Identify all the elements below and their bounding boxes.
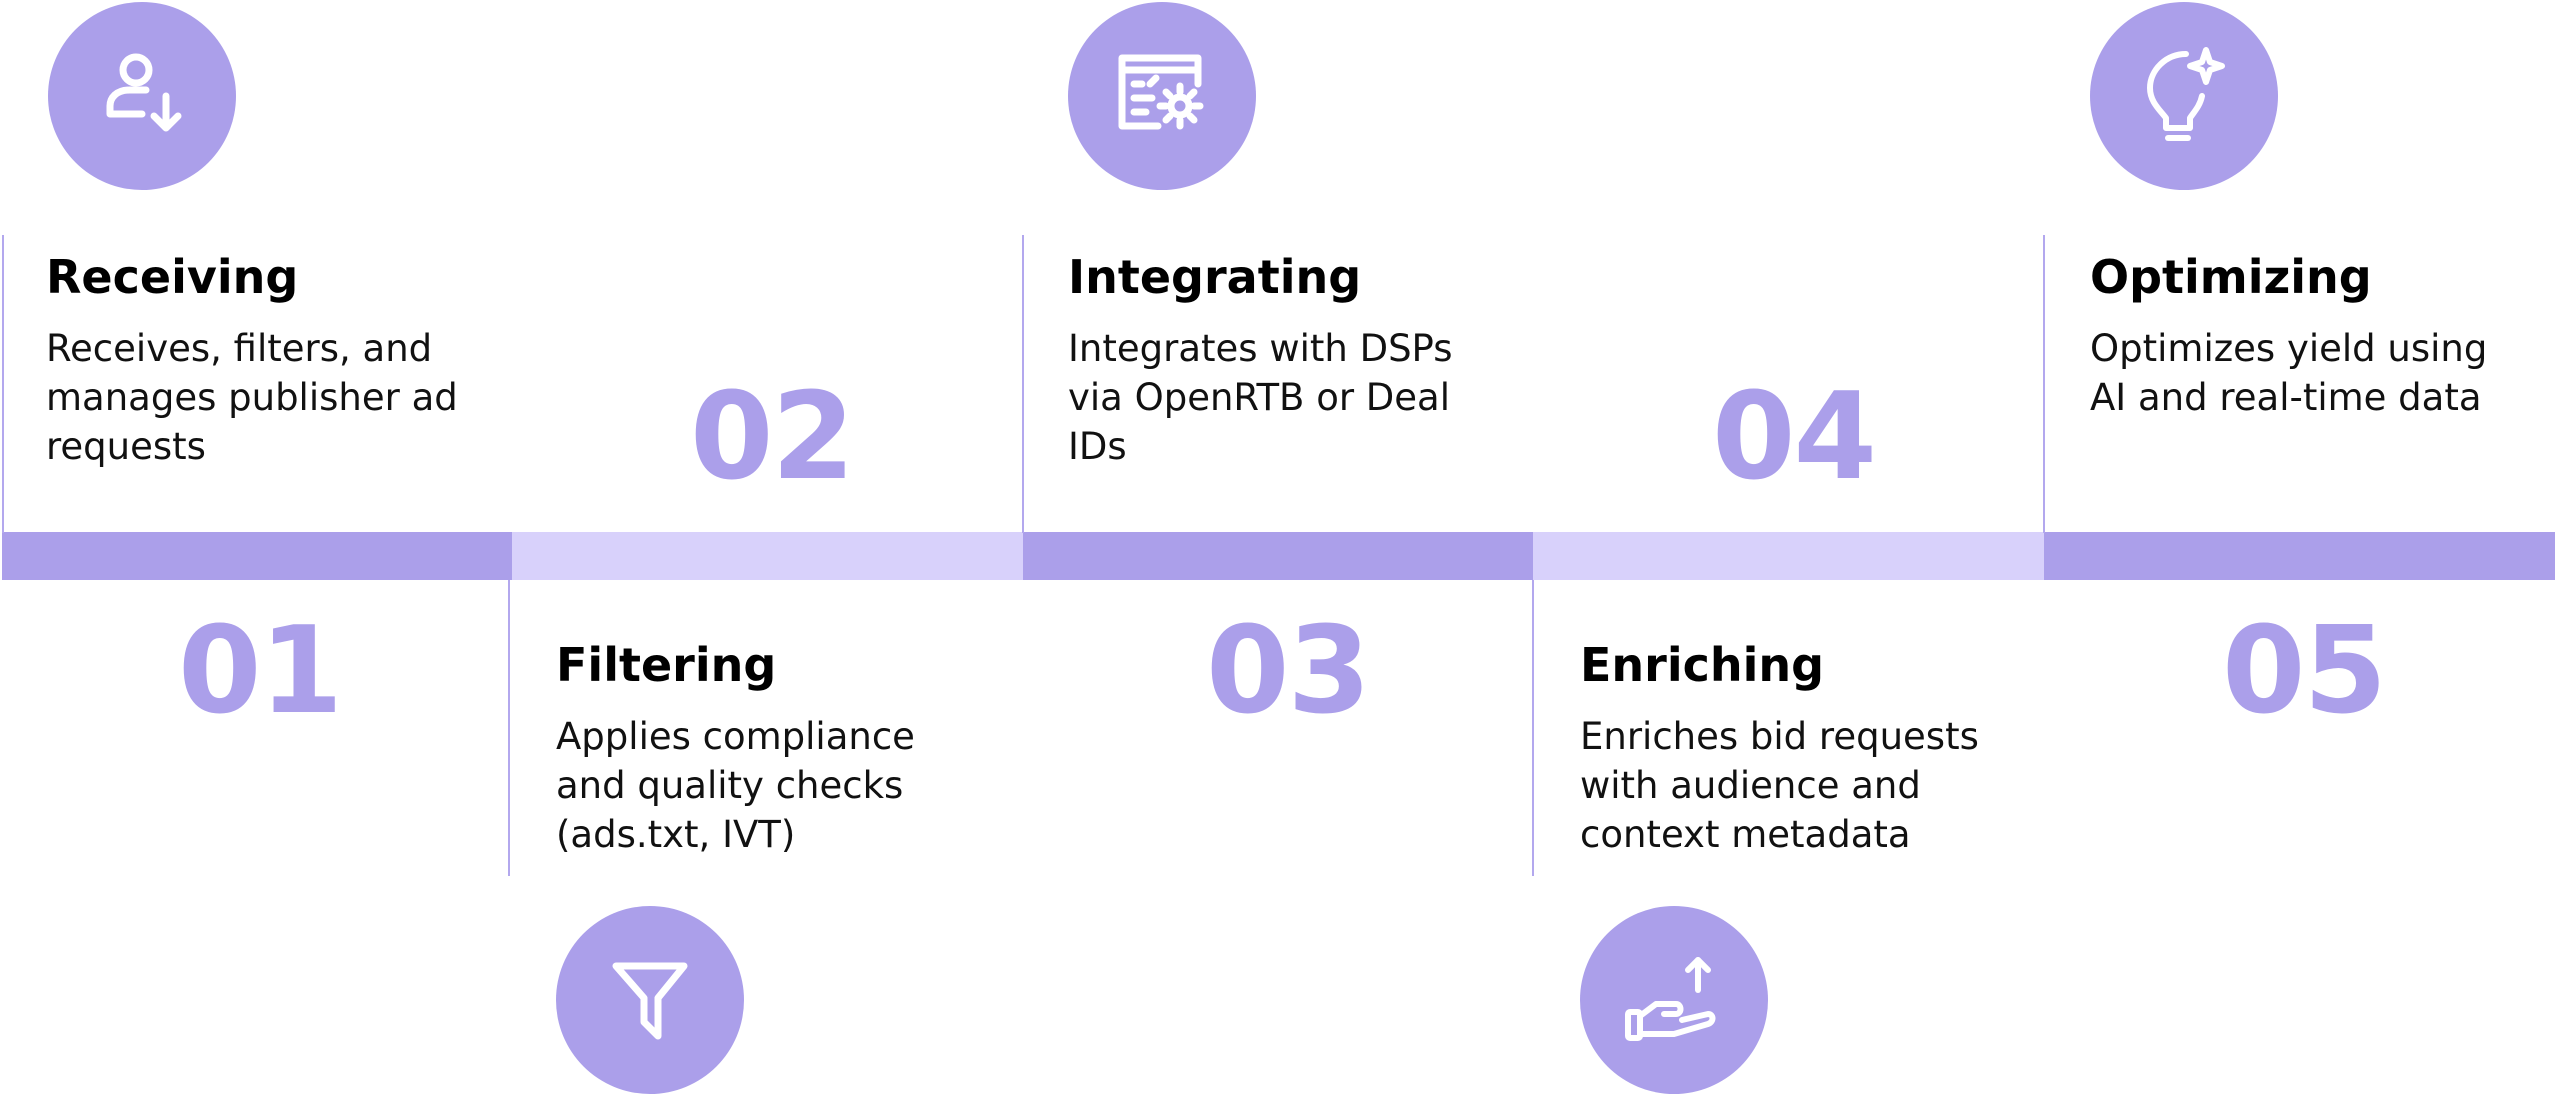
step-4-number: 04 — [1712, 368, 1877, 507]
timeline-segment-2 — [512, 532, 1023, 580]
timeline-segment-4 — [1533, 532, 2044, 580]
step-4-icon-badge — [1580, 906, 1768, 1094]
divider-step-4 — [1532, 580, 1534, 876]
lightbulb-sparkle-icon — [2147, 47, 2225, 141]
step-1-description: Receives, filters, and manages publisher… — [46, 327, 458, 468]
step-2-title: Filtering — [556, 638, 777, 692]
step-3-number: 03 — [1206, 602, 1371, 741]
step-2-number: 02 — [690, 368, 855, 507]
step-3-icon-badge — [1068, 2, 1256, 190]
divider-step-3 — [1022, 235, 1024, 533]
step-1-icon-badge — [48, 2, 236, 190]
timeline-segment-1 — [2, 532, 513, 580]
step-4-description: Enriches bid requests with audience and … — [1580, 715, 1979, 856]
code-gear-icon — [1118, 54, 1204, 130]
timeline-segment-5 — [2044, 532, 2555, 580]
step-4-title: Enriching — [1580, 638, 1825, 692]
step-5-title: Optimizing — [2090, 250, 2372, 304]
step-3-title: Integrating — [1068, 250, 1362, 304]
timeline-segment-3 — [1023, 532, 1534, 580]
step-5-number: 05 — [2222, 602, 2387, 741]
step-2-icon-badge — [556, 906, 744, 1094]
divider-step-5 — [2043, 235, 2045, 533]
divider-step-2 — [508, 580, 510, 876]
divider-step-1 — [2, 235, 4, 533]
user-download-icon — [106, 53, 182, 132]
hand-upload-icon — [1625, 957, 1716, 1041]
step-1-number: 01 — [178, 602, 343, 741]
step-1-title: Receiving — [46, 250, 299, 304]
step-5-description: Optimizes yield using AI and real-time d… — [2090, 327, 2488, 419]
step-2-description: Applies compliance and quality checks (a… — [556, 715, 915, 856]
step-5-icon-badge — [2090, 2, 2278, 190]
funnel-icon — [612, 962, 688, 1040]
step-3-description: Integrates with DSPs via OpenRTB or Deal… — [1068, 327, 1453, 468]
